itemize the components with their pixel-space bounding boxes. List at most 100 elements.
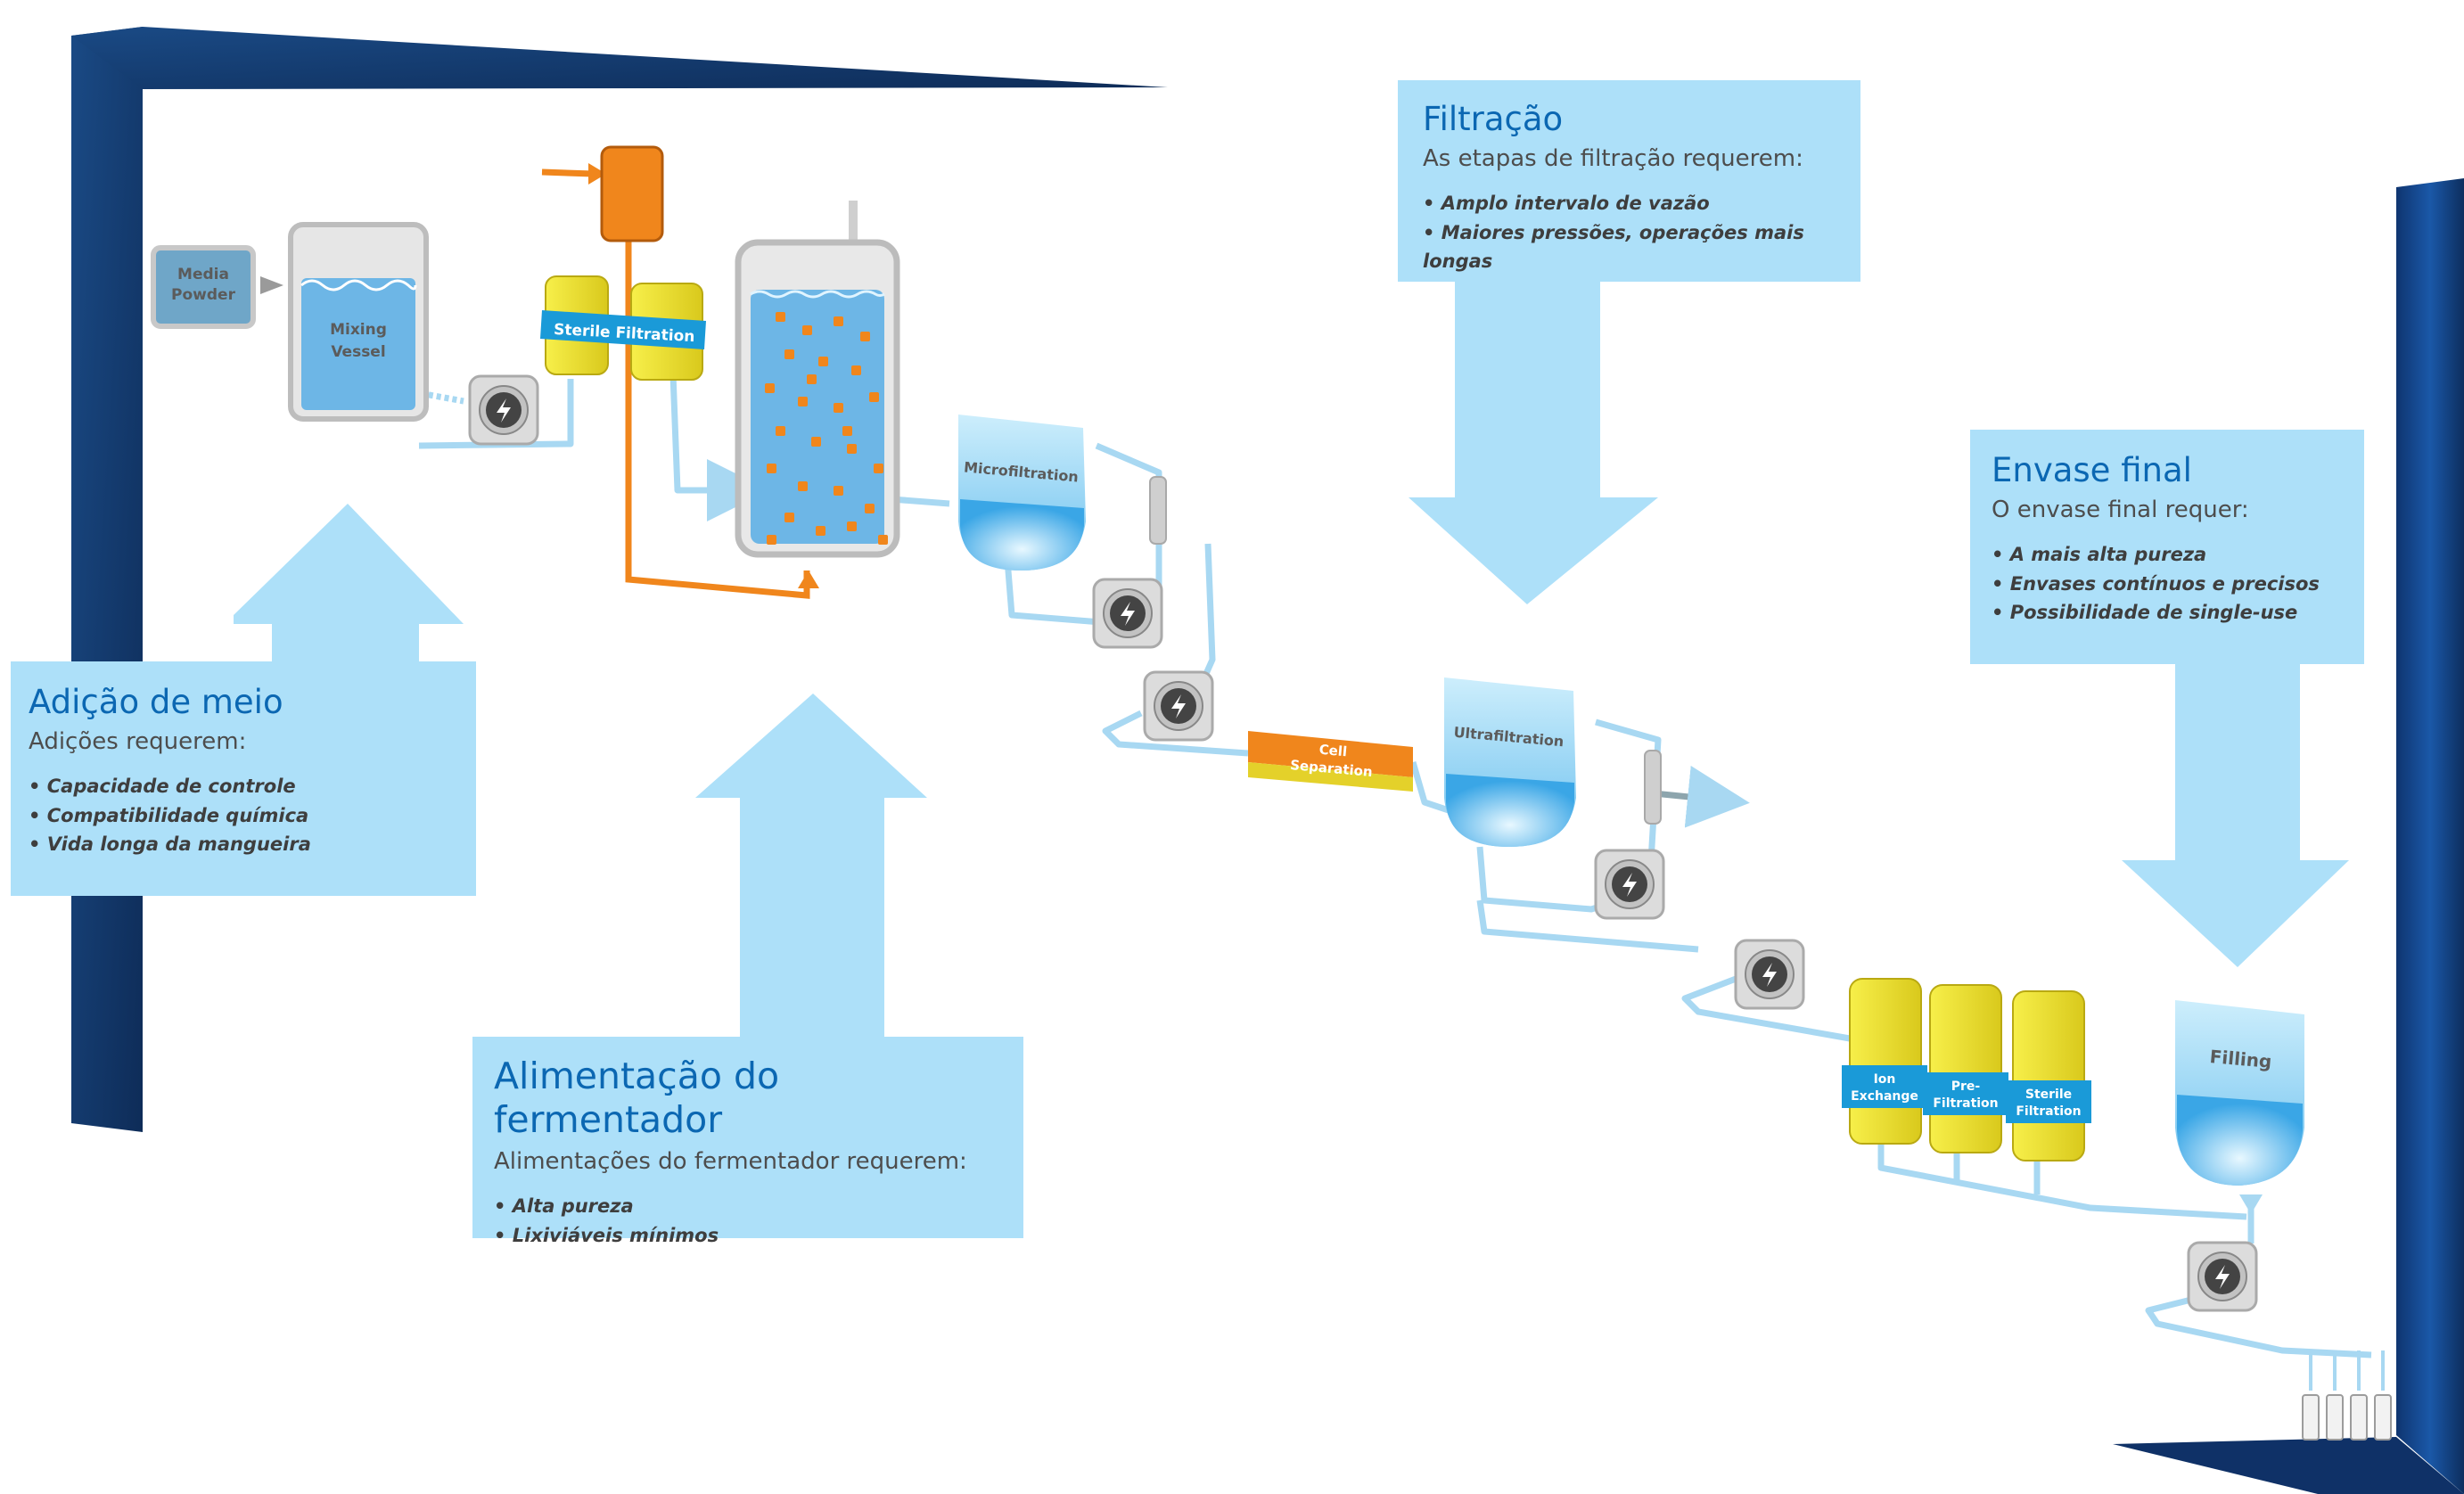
particle — [878, 535, 888, 545]
media-powder: Media Powder — [151, 245, 283, 329]
bullet-list: • Capacidade de controle • Compatibilida… — [29, 772, 458, 859]
particle — [811, 437, 821, 447]
cell-separation: Cell Separation — [1248, 731, 1413, 792]
orange-arrowhead-in — [588, 163, 606, 185]
particle — [784, 349, 794, 359]
mixing-vessel: Mixing Vessel — [288, 222, 429, 422]
pre-filtration-label-1: Pre- — [1951, 1079, 1981, 1094]
pipe-to-cellsep — [1102, 710, 1249, 757]
list-item: • Envases contínuos e precisos — [1992, 572, 2320, 595]
pump-icon — [1092, 578, 1163, 649]
sample-tubes — [2302, 1394, 2392, 1441]
cell-separation-label-1: Cell — [1318, 742, 1348, 760]
pipe-cellsep-ultra — [1409, 761, 1453, 815]
bullet-list: • Amplo intervalo de vazão • Maiores pre… — [1423, 189, 1836, 276]
list-item: • Amplo intervalo de vazão — [1423, 193, 1710, 215]
pump-icon — [1734, 939, 1805, 1010]
sterile-filtration-2-label-1: Sterile — [2025, 1088, 2072, 1102]
particle — [816, 526, 825, 536]
list-item: • A mais alta pureza — [1992, 544, 2207, 566]
pump-icon — [2187, 1241, 2258, 1312]
particle — [865, 504, 875, 513]
pipe-to-tubes — [2145, 1293, 2372, 1359]
frame-bottom — [2113, 1437, 2464, 1494]
particle — [834, 486, 843, 496]
particle — [765, 383, 775, 393]
particle — [851, 365, 861, 375]
ion-exchange-label-1: Ion — [1874, 1072, 1896, 1087]
particle — [834, 316, 843, 326]
box-subtitle: As etapas de filtração requerem: — [1423, 145, 1803, 173]
columns: Ion Exchange Pre- Filtration Sterile Fil… — [1842, 978, 2091, 1162]
box-adicao-de-meio: Adição de meio Adições requerem: • Capac… — [11, 661, 476, 896]
list-item: • Possibilidade de single-use — [1992, 602, 2298, 624]
box-alimentacao-do-fermentador: Alimentação do fermentador Alimentações … — [472, 1037, 1023, 1246]
box-subtitle: O envase final requer: — [1992, 497, 2249, 524]
pipe-to-columns — [1681, 973, 1851, 1042]
list-item: • Compatibilidade química — [29, 804, 309, 826]
filling-tank: Filling — [2175, 1000, 2304, 1214]
particle — [798, 481, 808, 491]
particle — [874, 464, 883, 473]
arrow-up-alimentacao — [695, 694, 927, 1043]
pipe-ultra-out — [1653, 765, 1750, 828]
box-title: Filtração — [1423, 100, 1564, 138]
particle — [807, 374, 817, 384]
pipe-ultra-down — [1476, 899, 1699, 953]
list-item: • Vida longa da mangueira — [29, 833, 311, 856]
particle — [798, 397, 808, 406]
particle — [847, 444, 857, 454]
sterile-filtration-2-label-2: Filtration — [2016, 1104, 2081, 1119]
orange-in-arrow — [541, 168, 594, 177]
pumps — [468, 374, 2258, 1312]
pipe-filter-ferment — [669, 374, 769, 521]
tube-feeds — [2309, 1350, 2385, 1391]
particle — [842, 426, 852, 436]
particle — [784, 513, 794, 522]
media-powder-label-2: Powder — [171, 286, 236, 304]
pump-icon — [1594, 849, 1665, 920]
pump-icon — [1143, 670, 1214, 742]
ultrafiltration-tank: Ultrafiltration — [1444, 677, 1662, 847]
frame-left — [71, 27, 143, 1132]
fermenter — [735, 201, 900, 558]
particle — [834, 403, 843, 413]
particle — [818, 357, 828, 366]
pipe-pump-filter — [418, 379, 574, 449]
box-subtitle: Adições requerem: — [29, 728, 247, 756]
frame-right — [2396, 178, 2464, 1494]
particle — [860, 332, 870, 341]
pipe-columns-bottom — [1877, 1141, 2247, 1220]
pipe-ferment-micro — [891, 496, 950, 507]
mixing-vessel-label-2: Vessel — [331, 343, 385, 361]
box-subtitle: Alimentações do fermentador requerem: — [494, 1148, 967, 1176]
arrow-down-filtracao — [1409, 275, 1658, 604]
media-powder-label-1: Media — [177, 266, 229, 283]
particle — [802, 325, 812, 335]
big-arrows — [234, 275, 2349, 1043]
list-item: • Alta pureza — [494, 1195, 634, 1218]
list-item: • Maiores pressões, operações mais longa… — [1423, 221, 1804, 273]
box-envase-final: Envase final O envase final requer: • A … — [1970, 430, 2364, 664]
bullet-list: • A mais alta pureza • Envases contínuos… — [1992, 540, 2343, 628]
box-title: Adição de meio — [29, 683, 283, 721]
pre-filtration-label-2: Filtration — [1933, 1096, 1998, 1111]
sterile-filtration-unit: Sterile Filtration — [540, 275, 706, 381]
arrow-up-adicao — [234, 504, 464, 677]
list-item: • Capacidade de controle — [29, 776, 296, 798]
box-filtracao: Filtração As etapas de filtração requere… — [1398, 80, 1860, 282]
frame-top — [71, 27, 1168, 89]
mixing-vessel-label-1: Mixing — [330, 321, 387, 339]
box-title: Alimentação do fermentador — [494, 1055, 780, 1142]
orange-feed-tank — [600, 145, 664, 242]
box-title: Envase final — [1992, 451, 2192, 489]
list-item: • Lixiviáveis mínimos — [494, 1224, 719, 1246]
pump-icon — [468, 374, 539, 446]
fermenter-particles — [765, 312, 888, 545]
particle — [776, 426, 785, 436]
particle — [767, 535, 776, 545]
microfiltration-tank: Microfiltration — [958, 415, 1167, 571]
particle — [776, 312, 785, 322]
ion-exchange-label-2: Exchange — [1851, 1089, 1918, 1104]
